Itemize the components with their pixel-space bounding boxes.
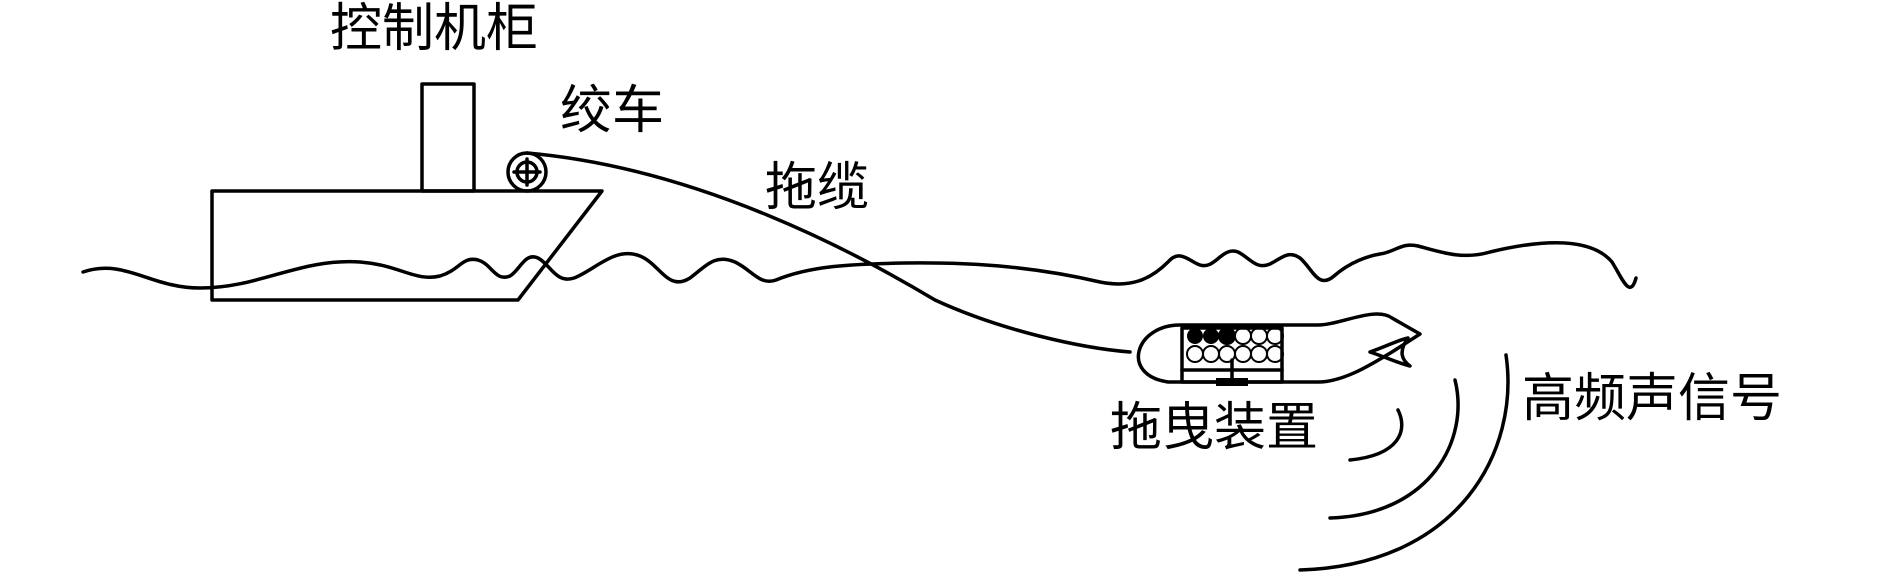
winch: [506, 151, 548, 193]
label-tow-cable: 拖缆: [765, 158, 869, 218]
water-surface-wave: [81, 241, 1638, 290]
label-winch: 绞车: [560, 81, 664, 141]
label-towed-device: 拖曳装置: [1110, 398, 1318, 458]
towed-device: [1136, 312, 1422, 386]
sensor-array: [1186, 327, 1284, 363]
ship-hull: [210, 189, 604, 302]
sound-signal-arcs: [1298, 353, 1510, 572]
label-control-cabinet: 控制机柜: [330, 0, 538, 59]
control-cabinet: [420, 82, 476, 193]
label-hf-sound-signal: 高频声信号: [1522, 369, 1782, 429]
tow-cable: [525, 151, 1132, 354]
